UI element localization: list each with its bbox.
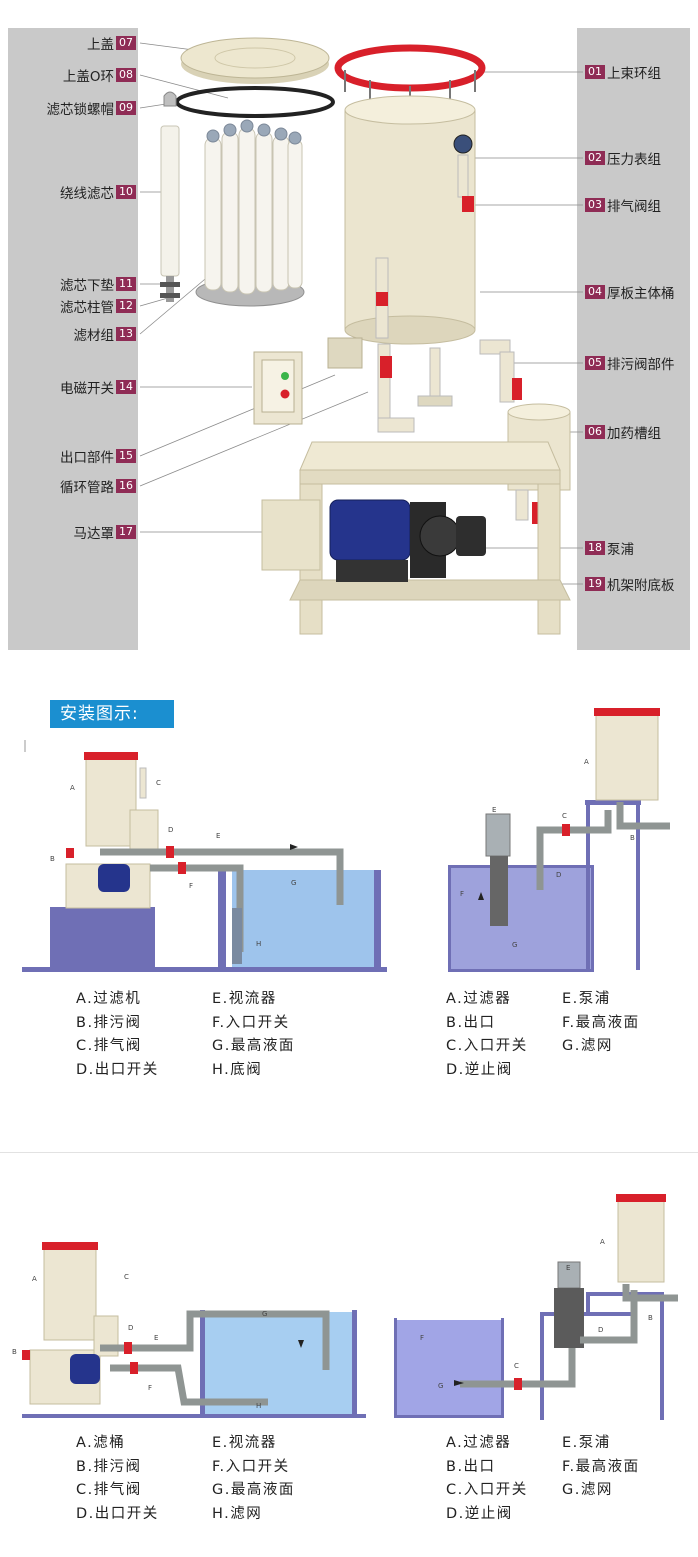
floor: [22, 1414, 366, 1418]
callout-g: G: [291, 879, 296, 887]
callout-c: C: [124, 1273, 129, 1281]
installation-title: 安装图示:: [50, 700, 174, 728]
switch-box: [253, 351, 303, 425]
callout-d: D: [556, 871, 561, 879]
callout-b: B: [648, 1314, 653, 1322]
callout-h: H: [256, 940, 261, 948]
callout-a: A: [600, 1238, 605, 1246]
callout-g: G: [262, 1310, 267, 1318]
callout-f: F: [420, 1334, 424, 1342]
callout-f: F: [148, 1384, 152, 1392]
install-diagram-3: A B C D E F G H: [12, 1242, 366, 1418]
water-tank: [232, 870, 376, 967]
main-barrel: [344, 95, 476, 345]
callout-a: A: [32, 1275, 37, 1283]
drain-pipes: [327, 337, 522, 433]
lock-nut: [163, 91, 177, 107]
callout-h: H: [256, 1402, 261, 1410]
callout-g: G: [438, 1382, 443, 1390]
install-diagram-2: A B C D E F G: [448, 708, 670, 972]
callout-f: F: [189, 882, 193, 890]
o-ring: [175, 86, 335, 118]
section-divider: [0, 1152, 698, 1153]
callout-d: D: [128, 1324, 133, 1332]
base-block: [50, 907, 155, 970]
water-tank: [396, 1320, 502, 1416]
cartridge-group: [195, 119, 305, 307]
callout-f: F: [460, 890, 464, 898]
machine-frame: [261, 441, 571, 635]
floor: [22, 967, 387, 972]
top-cover: [180, 37, 330, 84]
callout-e: E: [216, 832, 220, 840]
callout-b: B: [630, 834, 635, 842]
wound-cartridge: [160, 125, 180, 302]
water-tank: [450, 866, 592, 970]
callout-a: A: [584, 758, 589, 766]
callout-a: A: [70, 784, 75, 792]
top-band-ring: [334, 44, 486, 104]
callout-b: B: [50, 855, 55, 863]
callout-e: E: [566, 1264, 570, 1272]
callout-d: D: [168, 826, 173, 834]
install-diagram-1: A B C D E F G H: [22, 740, 387, 972]
filter-exploded-illustration: [139, 37, 583, 635]
callout-c: C: [156, 779, 161, 787]
callout-d: D: [598, 1326, 603, 1334]
callout-c: C: [562, 812, 567, 820]
callout-e: E: [492, 806, 496, 814]
callout-c: C: [514, 1362, 519, 1370]
install-diagram-4: A B C D E F G: [394, 1194, 678, 1420]
callout-g: G: [512, 941, 517, 949]
callout-e: E: [154, 1334, 158, 1342]
callout-b: B: [12, 1348, 17, 1356]
